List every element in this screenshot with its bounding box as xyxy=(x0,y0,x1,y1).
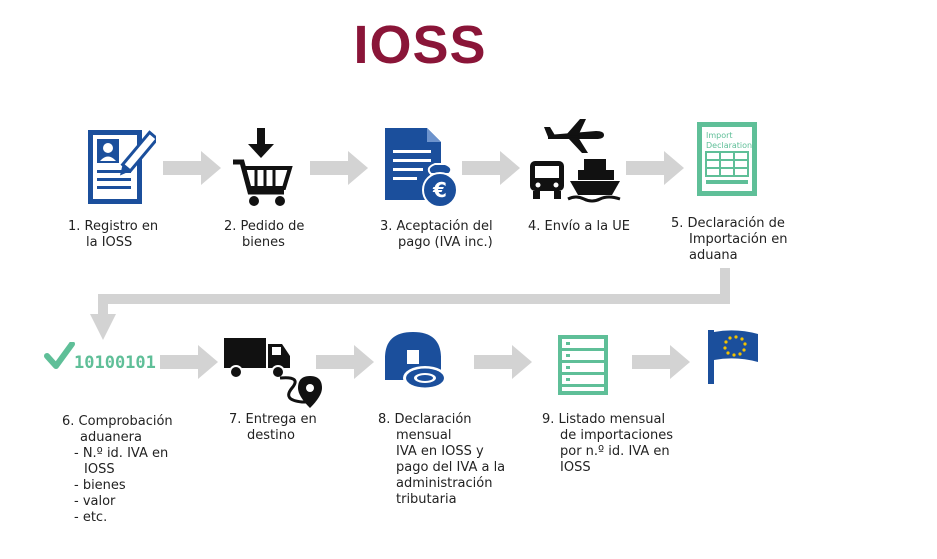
flow-arrow xyxy=(632,344,692,380)
registration-document-icon xyxy=(86,128,156,208)
step-4-label: 4. Envío a la UE xyxy=(528,219,630,234)
svg-text:€: € xyxy=(432,178,447,202)
import-declaration-icon: Import Declaration xyxy=(695,120,759,200)
step-8-label: 8. Declaración mensual IVA en IOSS y pag… xyxy=(378,412,506,507)
flow-arrow xyxy=(160,344,220,380)
step-1-label: 1. Registro en la IOSS xyxy=(68,219,159,250)
svg-text:Declaration: Declaration xyxy=(706,141,752,150)
server-list-icon xyxy=(557,334,609,396)
payment-euro-document-icon: € xyxy=(383,124,463,208)
binary-check-icon: 10100101 xyxy=(44,342,156,376)
step-5-label: 5. Declaración de Importación en aduana xyxy=(671,216,788,263)
step-7-label: 7. Entrega en destino xyxy=(229,412,317,443)
step-3-label: 3. Aceptación del pago (IVA inc.) xyxy=(380,219,493,250)
flow-arrow xyxy=(316,344,376,380)
step-2-label: 2. Pedido de bienes xyxy=(224,219,305,250)
shipping-transport-icon xyxy=(526,117,622,203)
svg-text:Import: Import xyxy=(706,131,733,140)
step-6-label: 6. Comprobación aduanera - N.º id. IVA e… xyxy=(62,414,173,525)
eu-flag-icon xyxy=(706,328,762,386)
delivery-truck-location-icon xyxy=(222,330,326,410)
shopping-cart-icon xyxy=(230,126,294,210)
step-9-label: 9. Listado mensual de importaciones por … xyxy=(542,412,673,475)
flow-arrow xyxy=(462,150,522,186)
flow-arrow xyxy=(474,344,534,380)
flow-arrow xyxy=(310,150,370,186)
flow-arrow xyxy=(163,150,223,186)
connector-arrow xyxy=(88,268,738,344)
page-title: IOSS xyxy=(353,15,487,75)
svg-text:10100101: 10100101 xyxy=(74,353,156,373)
tax-administration-icon xyxy=(381,328,451,394)
flow-arrow xyxy=(626,150,686,186)
